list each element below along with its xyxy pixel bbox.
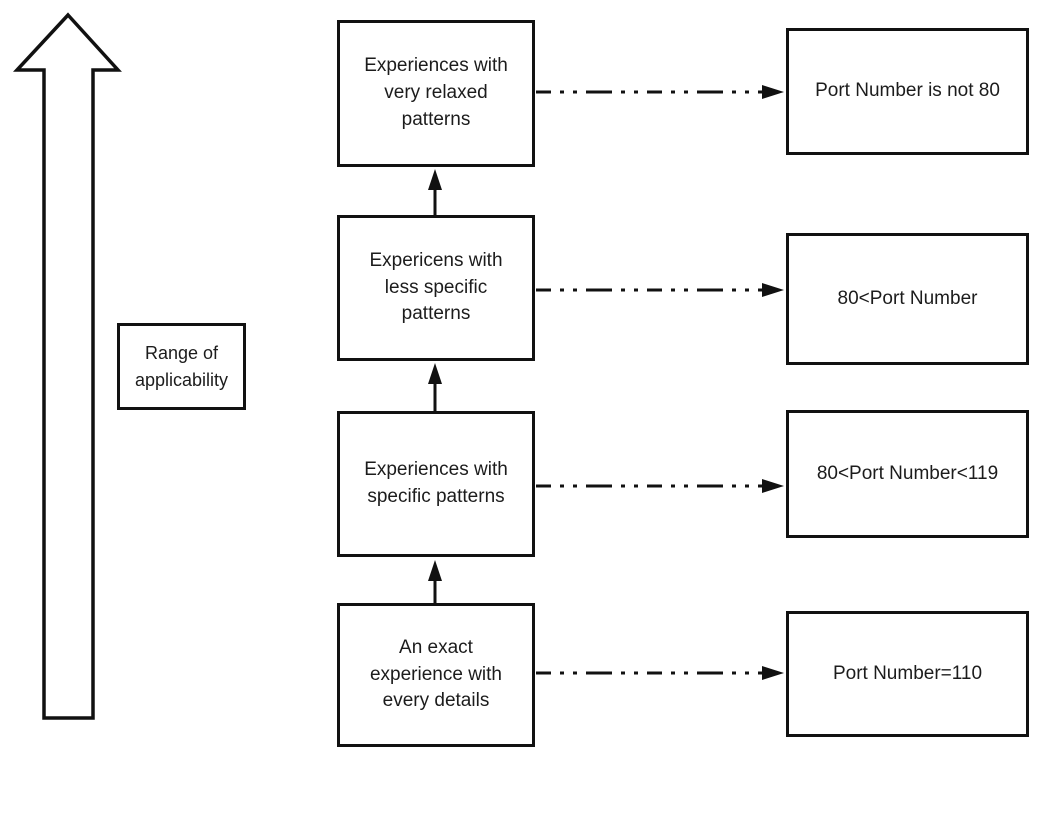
- pattern-box-greater-80-label: 80<Port Number: [837, 287, 978, 309]
- mapping-connector-3: [536, 479, 784, 493]
- range-up-arrow: [12, 12, 122, 720]
- pattern-box-equals-110-label: Port Number=110: [832, 662, 983, 684]
- pattern-box-range-80-119-label: 80<Port Number<119: [816, 462, 999, 484]
- generalization-arrow-1: [428, 169, 442, 215]
- pattern-box-greater-80: 80<Port Number: [786, 233, 1029, 365]
- pattern-box-not-80-label: Port Number is not 80: [815, 80, 1000, 102]
- pattern-box-not-80: Port Number is not 80: [786, 28, 1029, 155]
- mapping-connector-4: [536, 666, 784, 680]
- experience-box-exact-label: An exact experience with every details: [369, 636, 503, 712]
- experience-box-less-specific: Expericens with less specific patterns: [337, 215, 535, 361]
- generalization-arrow-3: [428, 560, 442, 603]
- experience-box-very-relaxed: Experiences with very relaxed patterns: [337, 20, 535, 167]
- experience-box-specific: Experiences with specific patterns: [337, 411, 535, 557]
- range-of-applicability-label: Range of applicability: [134, 343, 229, 390]
- experience-box-very-relaxed-label: Experiences with very relaxed patterns: [364, 55, 508, 130]
- experience-box-specific-label: Experiences with specific patterns: [364, 459, 508, 507]
- range-of-applicability-box: Range of applicability: [117, 323, 246, 410]
- pattern-box-equals-110: Port Number=110: [786, 611, 1029, 737]
- mapping-connector-2: [536, 283, 784, 297]
- mapping-connector-1: [536, 85, 784, 99]
- experience-box-less-specific-label: Expericens with less specific patterns: [369, 249, 503, 325]
- pattern-box-range-80-119: 80<Port Number<119: [786, 410, 1029, 538]
- experience-box-exact: An exact experience with every details: [337, 603, 535, 747]
- generalization-arrow-2: [428, 363, 442, 411]
